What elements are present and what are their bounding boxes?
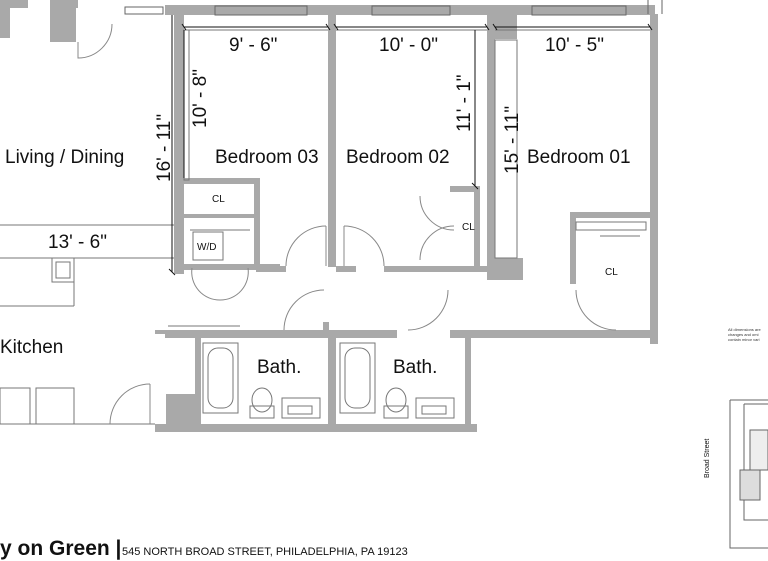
dimension-bedroom-01-depth: 15' - 11" [502,106,523,174]
room-label-bedroom-01: Bedroom 01 [527,147,631,168]
dimension-bedroom-03-depth: 10' - 8" [190,69,211,128]
disclaimer-line-2: changes and omi [728,332,759,337]
closet-label-bedroom-03: CL [212,194,225,205]
door-swings [77,23,617,425]
disclaimer-line-1: All dimensions are [728,327,761,332]
dimension-bedroom-02-depth: 11' - 1" [454,74,475,132]
washer-dryer-label: W/D [197,242,216,253]
thin-lines [0,29,650,425]
room-label-living-dining: Living / Dining [5,147,124,168]
dimension-living-width: 13' - 6" [48,232,107,253]
dimension-lines [168,15,653,276]
room-label-bedroom-03: Bedroom 03 [215,147,319,168]
walls [0,0,658,432]
closet-label-bedroom-02: CL [462,222,475,233]
dimension-bedroom-01-width: 10' - 5" [545,35,604,56]
building-name: y on Green | [0,537,122,560]
closet-label-bedroom-01: CL [605,267,618,278]
room-label-kitchen: Kitchen [0,337,63,358]
room-label-bath-right: Bath. [393,357,437,378]
room-label-bath-left: Bath. [257,357,301,378]
dimension-bedroom-02-width: 10' - 0" [379,35,438,56]
disclaimer-line-3: contain minor vari [728,337,760,342]
key-plan: All dimensions are changes and omi conta… [728,327,768,549]
building-address: 545 NORTH BROAD STREET, PHILADELPHIA, PA… [122,546,408,558]
windows [124,0,663,16]
room-label-bedroom-02: Bedroom 02 [346,147,450,168]
dimension-living-depth: 16' - 11" [154,114,175,182]
street-label: Broad Street [704,438,711,478]
dimension-bedroom-03-width: 9' - 6" [229,35,277,56]
